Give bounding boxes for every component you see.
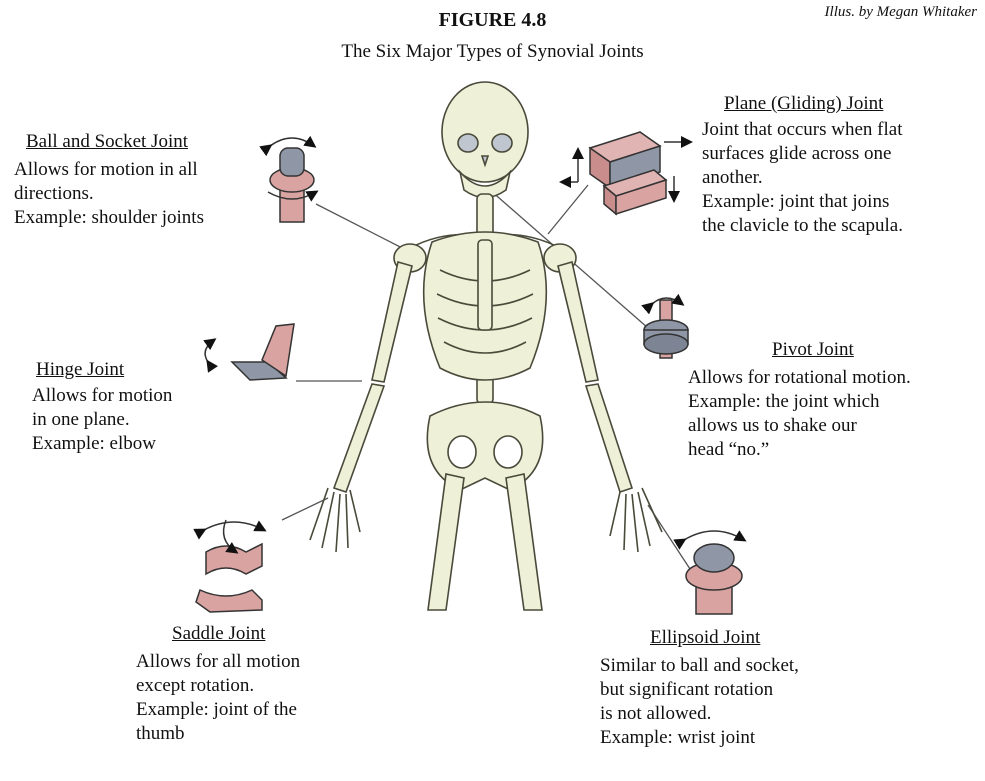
sternum (477, 239, 493, 331)
right-forearm (584, 383, 634, 494)
pivot-block: Pivot Joint (772, 338, 854, 362)
ellipsoid-line-4: Example: wrist joint (600, 727, 756, 748)
jaw (458, 169, 512, 199)
hinge-joint-icon (203, 323, 295, 381)
figure-subtitle: The Six Major Types of Synovial Joints (341, 41, 644, 62)
plane-joint-icon (559, 131, 693, 216)
illustration-credit: Illus. by Megan Whitaker (824, 4, 977, 20)
ellipsoid-line-3: is not allowed. (600, 703, 712, 724)
saddle-block: Saddle Joint (172, 622, 265, 646)
hinge-line-2: in one plane. (32, 409, 130, 430)
right-femur (505, 473, 543, 611)
left-femur (427, 473, 465, 611)
right-eye-socket (491, 133, 513, 153)
pelvis (426, 401, 544, 491)
right-humerus (557, 260, 599, 383)
plane-line-3: another. (702, 167, 763, 188)
ball-socket-block: Ball and Socket Joint (26, 130, 188, 154)
ball-socket-description: Allows for motion in all directions. Exa… (14, 158, 204, 230)
left-forearm (332, 383, 386, 494)
hinge-description: Allows for motion in one plane. Example:… (32, 384, 172, 456)
pivot-joint-icon (641, 293, 689, 359)
right-pelvic-opening (493, 435, 523, 469)
leader-saddle (281, 497, 329, 521)
ball-socket-line-3: Example: shoulder joints (14, 207, 204, 228)
leader-plane (547, 184, 589, 235)
left-humerus (371, 260, 413, 383)
saddle-line-2: except rotation. (136, 675, 255, 696)
plane-line-4: Example: joint that joins (702, 191, 890, 212)
saddle-line-3: Example: joint of the (136, 699, 297, 720)
pivot-line-1: Allows for rotational motion. (688, 367, 911, 388)
pivot-line-4: head “no.” (688, 439, 770, 460)
plane-description: Joint that occurs when flat surfaces gli… (702, 118, 903, 238)
ellipsoid-line-2: but significant rotation (600, 679, 774, 700)
hinge-line-1: Allows for motion (32, 385, 173, 406)
figure-number: FIGURE 4.8 (438, 9, 547, 31)
saddle-description: Allows for all motion except rotation. E… (136, 650, 300, 746)
ellipsoid-title: Ellipsoid Joint (650, 627, 761, 648)
saddle-joint-icon (193, 519, 267, 613)
nasal-cavity (480, 155, 490, 168)
ellipsoid-description: Similar to ball and socket, but signific… (600, 654, 799, 750)
left-eye-socket (457, 133, 479, 153)
pivot-title: Pivot Joint (772, 339, 854, 360)
ball-socket-line-1: Allows for motion in all (14, 159, 198, 180)
skull (441, 81, 529, 183)
plane-block: Plane (Gliding) Joint (724, 92, 883, 116)
plane-line-2: surfaces glide across one (702, 143, 892, 164)
skeleton-illustration (309, 81, 663, 611)
pivot-line-3: allows us to shake our (688, 415, 857, 436)
hinge-block: Hinge Joint (36, 358, 124, 382)
pivot-description: Allows for rotational motion. Example: t… (688, 366, 911, 462)
saddle-line-4: thumb (136, 723, 185, 744)
plane-line-5: the clavicle to the scapula. (702, 215, 903, 236)
ellipsoid-block: Ellipsoid Joint (650, 626, 760, 650)
hinge-title: Hinge Joint (36, 359, 125, 380)
hinge-line-3: Example: elbow (32, 433, 156, 454)
left-pelvic-opening (447, 435, 477, 469)
right-hand (609, 487, 663, 553)
saddle-title: Saddle Joint (172, 623, 266, 644)
plane-line-1: Joint that occurs when flat (702, 119, 903, 140)
saddle-line-1: Allows for all motion (136, 651, 301, 672)
pivot-line-2: Example: the joint which (688, 391, 880, 412)
leader-ball-socket (315, 203, 411, 253)
plane-title: Plane (Gliding) Joint (724, 93, 884, 114)
ellipsoid-joint-icon (673, 530, 747, 615)
left-hand (309, 487, 361, 553)
ball-socket-line-2: directions. (14, 183, 94, 204)
ball-socket-joint-icon (259, 135, 319, 223)
ellipsoid-line-1: Similar to ball and socket, (600, 655, 799, 676)
ball-socket-title: Ball and Socket Joint (26, 131, 189, 152)
